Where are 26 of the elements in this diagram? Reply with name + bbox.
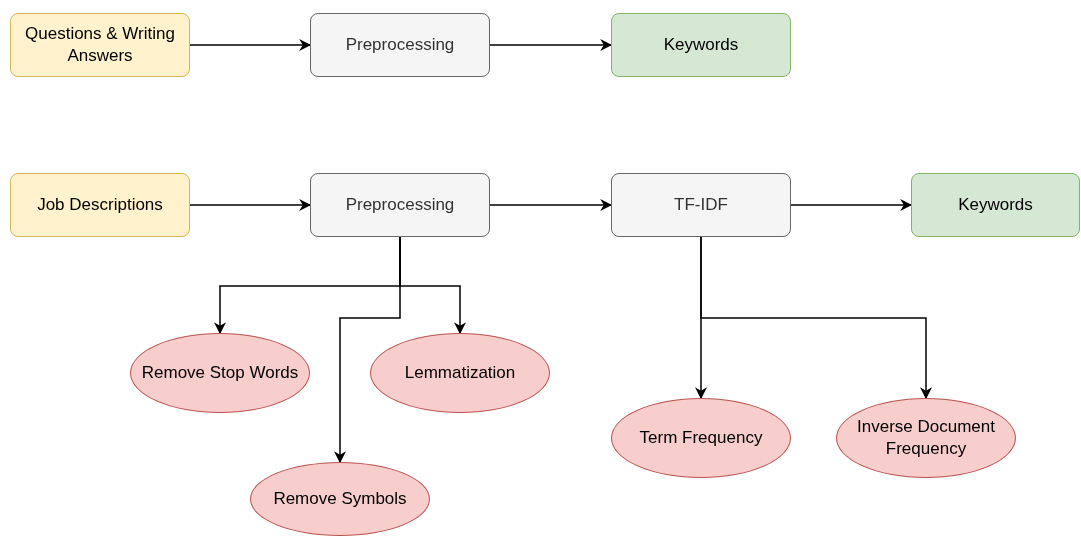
node-label: TF-IDF [674,194,728,216]
node-label: Job Descriptions [37,194,163,216]
node-label: Term Frequency [639,427,763,449]
arrow [489,39,613,51]
arrow [334,236,401,464]
input-box [10,173,190,237]
node-label: Preprocessing [345,34,455,56]
arrow [790,199,913,211]
process-box [611,173,791,237]
node-label: Questions & Writing Answers [24,23,176,67]
output-box [611,13,791,77]
arrow [489,199,613,211]
process-box [310,13,490,77]
output-box [911,173,1080,237]
arrow [700,236,932,400]
node-label: Keywords [663,34,739,56]
node-label: Preprocessing [345,194,455,216]
arrow [189,199,312,211]
input-box [10,13,190,77]
process-box [310,173,490,237]
node-label: Remove Stop Words [141,362,299,384]
node-label: Keywords [958,194,1033,216]
node-label: Inverse Document Frequency [856,416,996,460]
arrow [189,39,312,51]
node-label: Remove Symbols [273,488,407,510]
node-label: Lemmatization [404,362,516,384]
